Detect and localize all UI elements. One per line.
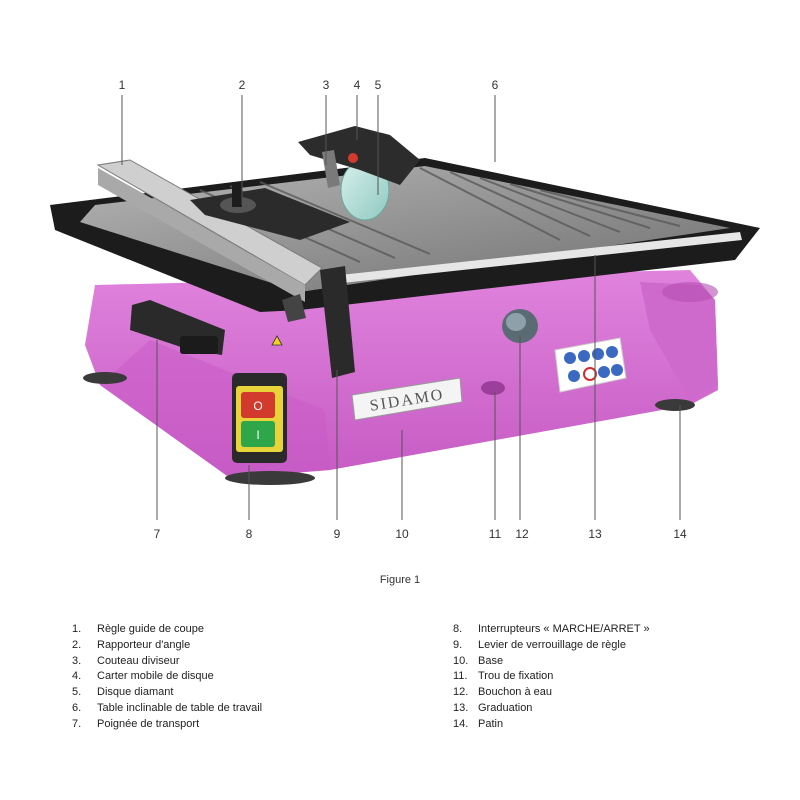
- callout-5: 5: [375, 78, 382, 92]
- legend-item: 7. Poignée de transport: [72, 717, 262, 733]
- water-plug: [502, 309, 538, 343]
- callout-numbers: 1 2 3 4 5 6 7 8 9 10 11 12 13 14: [119, 78, 687, 541]
- legend-item-label: Base: [478, 654, 504, 667]
- legend-item: 10. Base: [453, 654, 650, 670]
- legend-item-label: Couteau diviseur: [97, 654, 180, 667]
- legend-item-number: 2.: [72, 638, 82, 651]
- legend-item-label: Interrupteurs « MARCHE/ARRET »: [478, 623, 650, 635]
- legend-item-label: Table inclinable de table de travail: [97, 701, 263, 714]
- blade-guard: [298, 126, 420, 185]
- legend-item-label: Poignée de transport: [97, 717, 200, 730]
- legend-item-number: 12.: [453, 686, 469, 699]
- legend-item-number: 9.: [453, 638, 463, 651]
- switch-panel: O I: [232, 373, 287, 463]
- legend-item-label: Bouchon à eau: [478, 686, 553, 699]
- legend-item-number: 7.: [72, 717, 82, 730]
- legend-item-label: Règle guide de coupe: [97, 623, 205, 635]
- callout-7: 7: [154, 527, 161, 541]
- guide-rule: [96, 159, 323, 322]
- graduation-scale: [340, 232, 742, 283]
- callout-2: 2: [239, 78, 246, 92]
- legend-item-number: 11.: [453, 670, 468, 683]
- legend-right-column: 8. Interrupteurs « MARCHE/ARRET » 9. Levie…: [453, 622, 650, 733]
- legend-item-number: 5.: [72, 686, 82, 699]
- rule-lock-lever: [320, 266, 355, 378]
- callout-11: 11: [489, 527, 502, 541]
- legend-item: 8. Interrupteurs « MARCHE/ARRET »: [453, 622, 650, 638]
- legend-item-number: 3.: [72, 654, 82, 667]
- legend-item-number: 10.: [453, 654, 469, 667]
- legend-item: 6. Table inclinable de table de travail: [72, 701, 262, 717]
- tile-saw-figure: O I SIDAMO: [50, 78, 760, 541]
- legend-item-number: 14.: [453, 717, 469, 730]
- angle-protractor: [190, 182, 350, 240]
- start-switch: [241, 421, 275, 447]
- callout-10: 10: [395, 527, 409, 541]
- callout-1: 1: [119, 78, 126, 92]
- legend-item-number: 6.: [72, 701, 82, 714]
- legend-item-label: Disque diamant: [97, 686, 174, 699]
- legend-item: 3. Couteau diviseur: [72, 654, 262, 670]
- callout-4: 4: [354, 78, 361, 92]
- legend-item: 9. Levier de verrouillage de règle: [453, 638, 650, 654]
- legend-item-number: 1.: [72, 623, 82, 635]
- callout-12: 12: [515, 527, 529, 541]
- feet: [83, 372, 695, 485]
- legend-item-number: 8.: [453, 623, 463, 635]
- callout-13: 13: [588, 527, 602, 541]
- legend-item-label: Levier de verrouillage de règle: [478, 638, 626, 651]
- fixing-hole: [481, 381, 505, 395]
- legend-left-column: 1. Règle guide de coupe 2. Rapporteur d'an…: [72, 622, 262, 733]
- legend-item: 12. Bouchon à eau: [453, 685, 650, 701]
- legend-item: 5. Disque diamant: [72, 685, 262, 701]
- legend-item: 11. Trou de fixation: [453, 669, 650, 685]
- warning-sticker: [271, 335, 283, 346]
- legend-item: 1. Règle guide de coupe: [72, 622, 262, 638]
- stop-switch-label: O: [253, 399, 262, 413]
- legend-item-label: Trou de fixation: [478, 670, 554, 683]
- callout-14: 14: [673, 527, 687, 541]
- callout-8: 8: [246, 527, 253, 541]
- legend-item-label: Patin: [478, 717, 504, 730]
- legend-item: 4. Carter mobile de disque: [72, 669, 262, 685]
- callout-6: 6: [492, 78, 499, 92]
- legend-item-number: 4.: [72, 670, 82, 683]
- legend-item-label: Graduation: [478, 701, 533, 714]
- stop-switch: [241, 392, 275, 418]
- figure-caption: Figure 1: [379, 574, 421, 586]
- callout-3: 3: [323, 78, 330, 92]
- legend-item-label: Carter mobile de disque: [97, 670, 214, 683]
- legend-item: 13. Graduation: [453, 701, 650, 717]
- callout-lines: [121, 95, 681, 520]
- callout-9: 9: [334, 527, 341, 541]
- legend-item-label: Rapporteur d'angle: [97, 638, 191, 651]
- legend-item: 14. Patin: [453, 717, 650, 733]
- legend-item-number: 13.: [453, 701, 469, 714]
- safety-pictograms: [554, 337, 627, 393]
- start-switch-label: I: [256, 428, 259, 442]
- carry-handle: [130, 300, 225, 355]
- legend-item: 2. Rapporteur d'angle: [72, 638, 262, 654]
